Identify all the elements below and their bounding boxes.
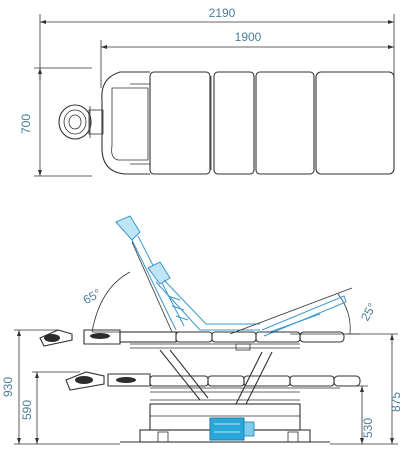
total-length-label: 2190 [209, 6, 236, 20]
max-height-label: 930 [1, 377, 15, 397]
body-sections-top [210, 71, 395, 175]
dimension-total-length: 2190 [39, 6, 395, 80]
top-view: 2190 1900 700 [19, 6, 395, 177]
width-label: 700 [19, 114, 33, 134]
motor-unit [209, 417, 255, 441]
raised-leg-section [261, 295, 347, 337]
right-height-label: 875 [389, 392, 403, 412]
chair-base [120, 349, 330, 443]
dimension-low-height: 530 [344, 385, 375, 444]
headrest-top [58, 104, 104, 140]
low-height-label: 530 [361, 418, 375, 438]
body-length-label: 1900 [235, 30, 262, 44]
leg-angle-indicator: 25° [229, 287, 379, 335]
dimension-right-height: 875 [346, 333, 403, 444]
back-section-top [101, 71, 211, 175]
leg-angle-label: 25° [358, 300, 379, 323]
dimension-min-height: 590 [20, 371, 80, 444]
dimension-max-height: 930 [1, 329, 58, 444]
back-angle-label: 65° [81, 286, 104, 307]
raised-backrest [115, 215, 260, 331]
chair-lower-position [65, 371, 361, 391]
side-view: 65° 25° [1, 215, 403, 445]
dimension-width: 700 [19, 67, 92, 177]
chair-upper-position [39, 329, 345, 351]
dimension-body-length: 1900 [100, 30, 394, 88]
min-height-label: 590 [20, 400, 34, 420]
